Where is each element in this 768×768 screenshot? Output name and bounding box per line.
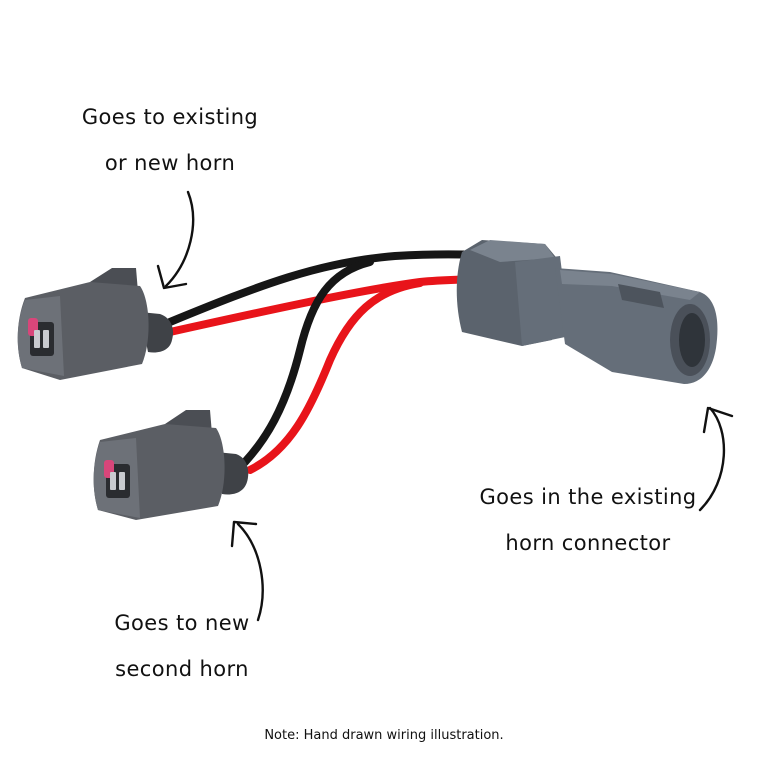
locking-tab [618, 284, 664, 308]
label-line: Goes to existing [81, 105, 259, 129]
label-second-horn: Goes to new second horn [92, 600, 272, 692]
male-connector [456, 240, 718, 384]
pin-slot [119, 472, 125, 490]
female-connector-bottom [93, 410, 249, 520]
arrow-top [164, 190, 195, 288]
pin-slot [43, 330, 49, 348]
female-connector-top [17, 268, 174, 380]
arrow-top-head [156, 264, 188, 290]
male-connector-shroud-top [560, 270, 700, 300]
label-line: Goes to new [114, 611, 250, 635]
red-wire-top [166, 275, 482, 336]
male-connector-collar [515, 256, 570, 346]
arrow-bottom [236, 522, 264, 622]
label-horn-connector: Goes in the existing horn connector [468, 474, 708, 566]
label-line: Goes in the existing [479, 485, 697, 509]
pin-slot [110, 472, 116, 490]
red-wire-bottom [246, 279, 424, 474]
arrows [156, 190, 734, 622]
male-connector-rear-top [470, 240, 555, 262]
wires [166, 250, 482, 474]
black-wire-bottom [241, 258, 374, 466]
arrow-right [698, 406, 726, 512]
label-line: or new horn [104, 151, 236, 175]
label-line: second horn [115, 657, 249, 681]
arrow-right-head [702, 406, 734, 434]
label-line: horn connector [505, 531, 671, 555]
male-connector-opening-inner [679, 313, 705, 367]
arrow-bottom-head [230, 520, 258, 548]
label-existing-horn: Goes to existing or new horn [70, 94, 270, 186]
pin-slot [34, 330, 40, 348]
footnote: Note: Hand drawn wiring illustration. [264, 728, 504, 743]
